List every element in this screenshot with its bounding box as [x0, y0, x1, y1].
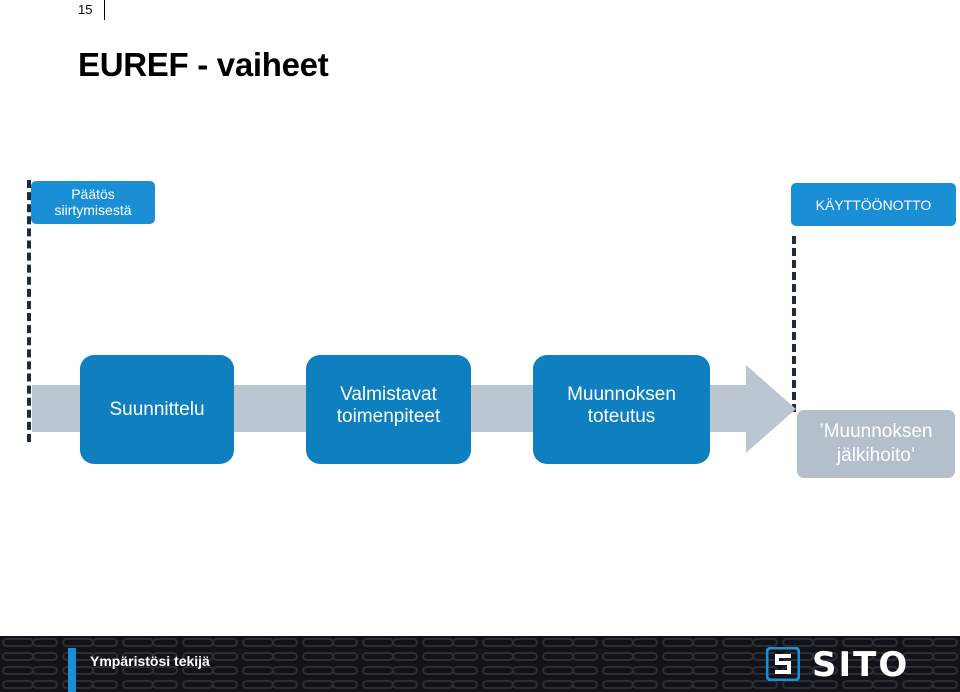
page-number: 15	[78, 0, 105, 20]
process-bar-segment	[234, 385, 309, 432]
footer-pattern	[0, 636, 960, 692]
phase-muunnoksen-jalkihoito: ’Muunnoksen jälkihoito’	[797, 410, 955, 478]
process-bar-segment	[710, 385, 748, 432]
phase-muunnoksen-toteutus: Muunnoksen toteutus	[533, 355, 710, 464]
phase-suunnittelu: Suunnittelu	[80, 355, 234, 464]
process-arrow-head	[746, 365, 796, 453]
process-bar-segment	[471, 385, 536, 432]
start-milestone-line	[27, 180, 31, 442]
slide-title: EUREF - vaiheet	[78, 46, 329, 83]
sito-logo-icon	[766, 647, 800, 681]
sito-logo-text: SITO	[812, 645, 910, 685]
footer-bar	[0, 636, 960, 692]
start-milestone-label: Päätös siirtymisestä	[31, 181, 155, 224]
process-bar-segment	[32, 385, 82, 432]
end-milestone-label: KÄYTTÖÖNOTTO	[791, 183, 956, 226]
end-milestone-line	[792, 236, 796, 412]
phase-valmistavat-toimenpiteet: Valmistavat toimenpiteet	[306, 355, 471, 464]
footer-accent-bar	[68, 648, 76, 692]
footer-tagline: Ympäristösi tekijä	[90, 653, 210, 669]
